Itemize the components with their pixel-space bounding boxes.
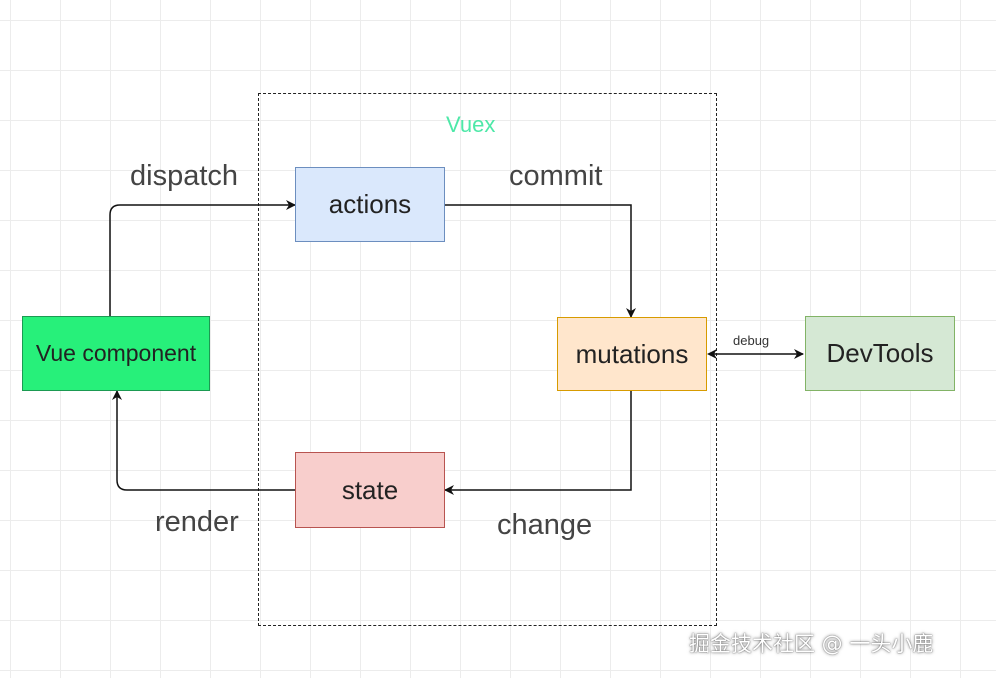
change-arrow [444, 391, 632, 495]
debug-label: debug [733, 333, 770, 348]
mutations-node: mutations [557, 317, 707, 391]
commit-arrow [445, 204, 636, 318]
change-label: change [497, 509, 593, 541]
actions-node: actions [295, 167, 445, 242]
state-node: state [295, 452, 445, 528]
watermark: 掘金技术社区 @ 一头小鹿 [689, 632, 934, 656]
render-arrow [112, 390, 295, 491]
vuex-container-label: Vuex [446, 112, 496, 137]
dispatch-arrow [109, 200, 296, 316]
commit-label: commit [509, 160, 603, 192]
vue-component-node: Vue component [22, 316, 210, 391]
vuex-container [258, 93, 717, 626]
debug-arrow-back-head [707, 349, 717, 359]
dispatch-label: dispatch [130, 160, 239, 192]
devtools-node: DevTools [805, 316, 955, 391]
render-label: render [155, 506, 239, 538]
